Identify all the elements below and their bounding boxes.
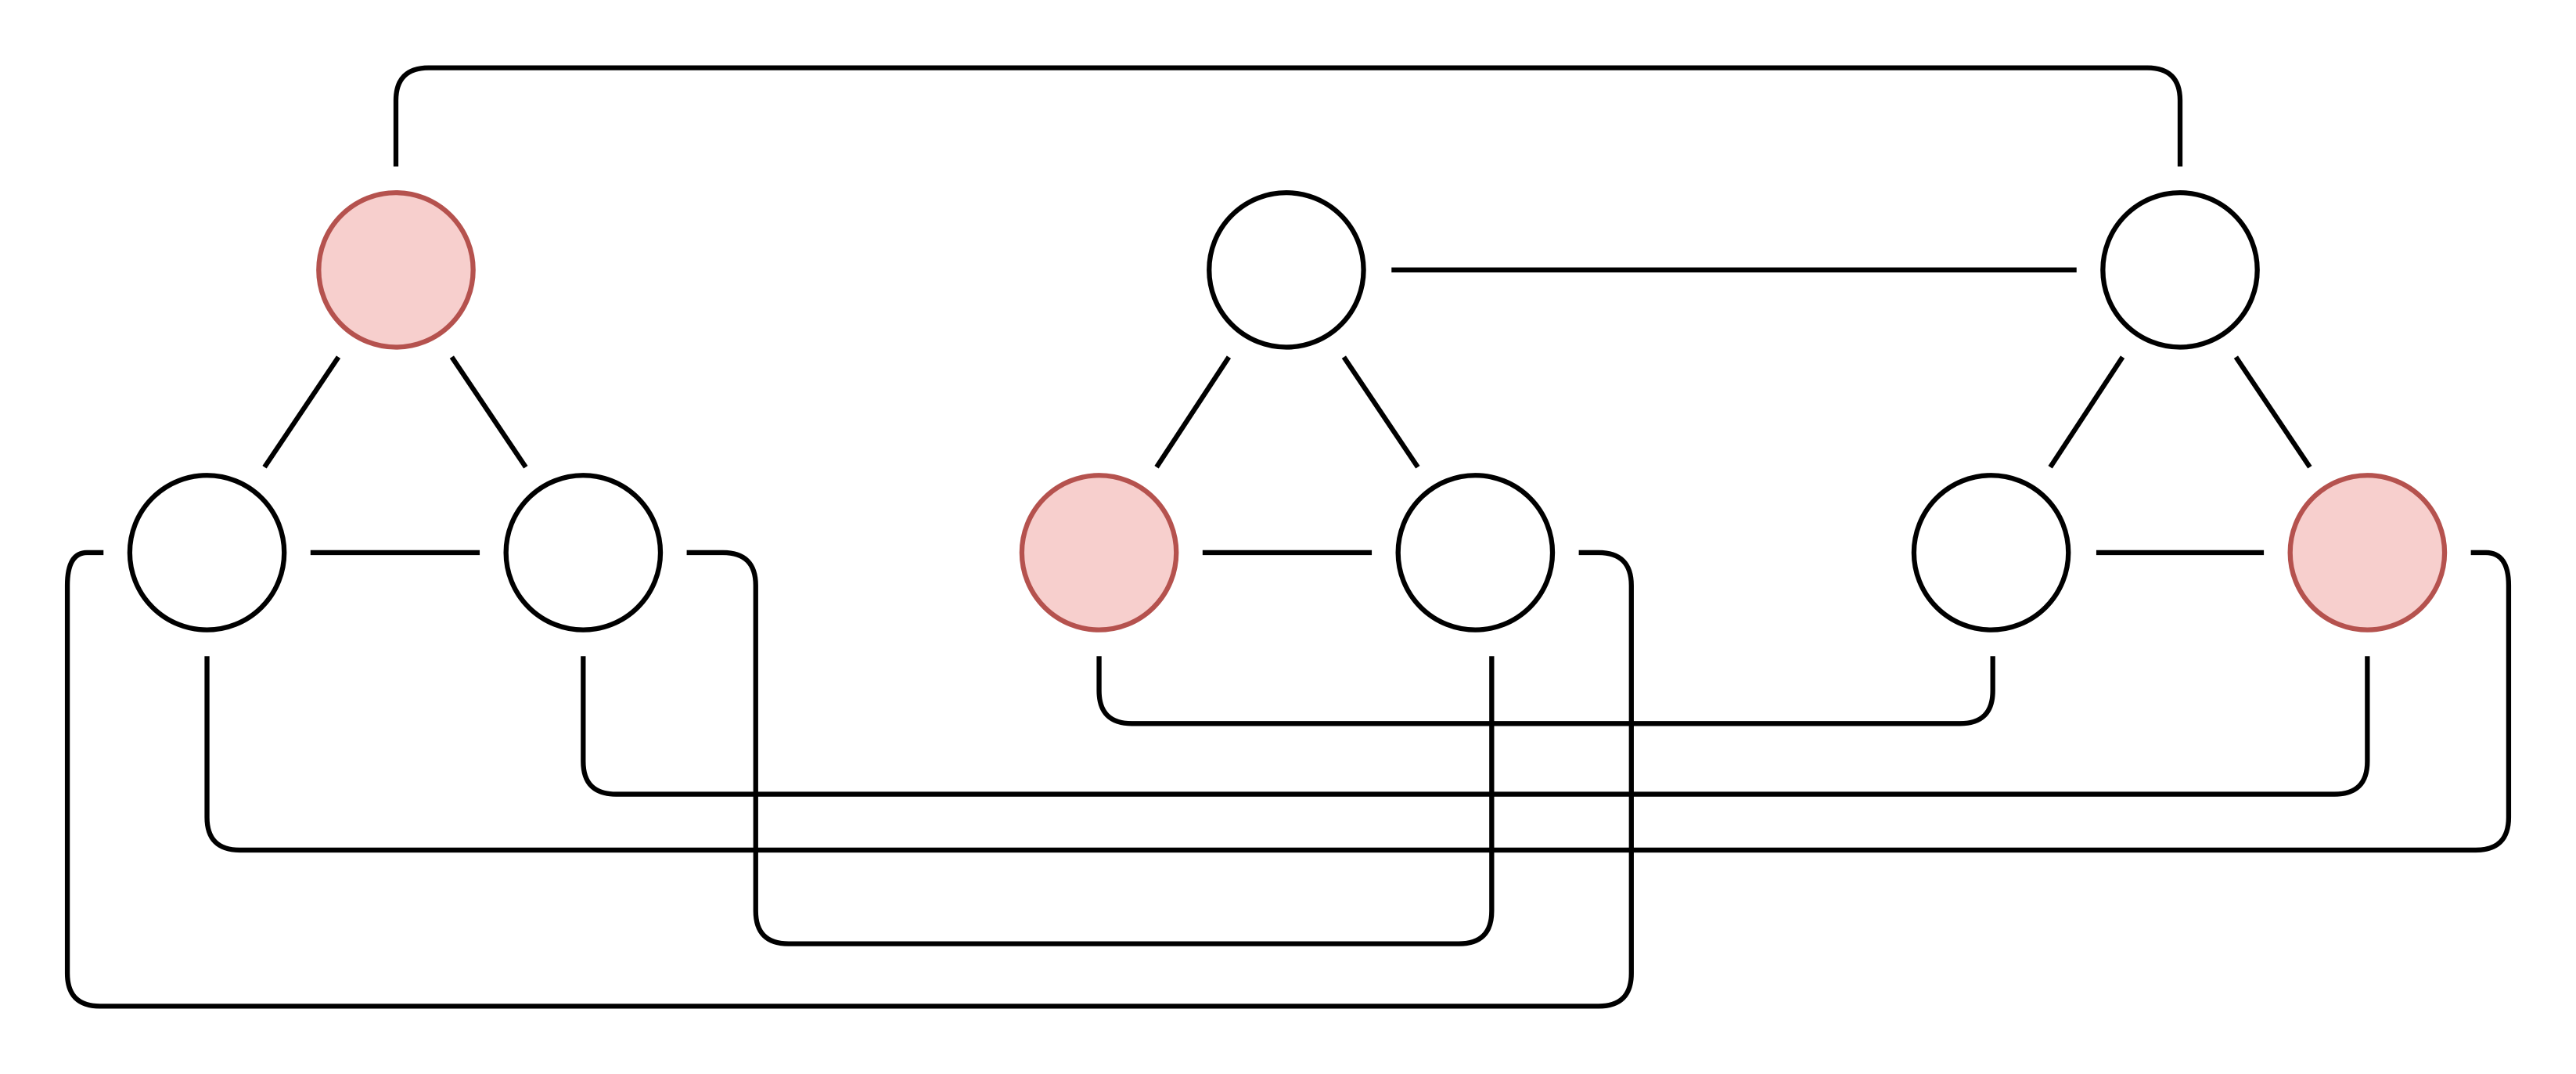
highlighted-node-a (316, 190, 476, 350)
edge-a-b (262, 355, 341, 469)
node-b (127, 473, 287, 633)
highlighted-node-i (2287, 473, 2448, 633)
edge-c-i (581, 656, 2370, 797)
node-c (503, 473, 664, 633)
edge-e-h (1096, 656, 1995, 726)
edge-g-i (2233, 355, 2312, 469)
node-h (1911, 473, 2071, 633)
edge-g-h (2048, 355, 2125, 469)
node-f (1395, 473, 1556, 633)
nodes (127, 190, 2448, 633)
highlighted-node-e (1019, 473, 1179, 633)
edge-b-i (204, 550, 2512, 853)
node-g (2100, 190, 2260, 350)
node-d (1207, 190, 1366, 350)
edge-a-c (449, 355, 528, 469)
edge-b-f (64, 550, 1634, 1009)
edge-a-g (393, 65, 2183, 167)
edge-d-f (1341, 355, 1420, 469)
edge-c-f (686, 550, 1495, 946)
edge-d-e (1154, 355, 1232, 469)
edges (64, 65, 2512, 1009)
